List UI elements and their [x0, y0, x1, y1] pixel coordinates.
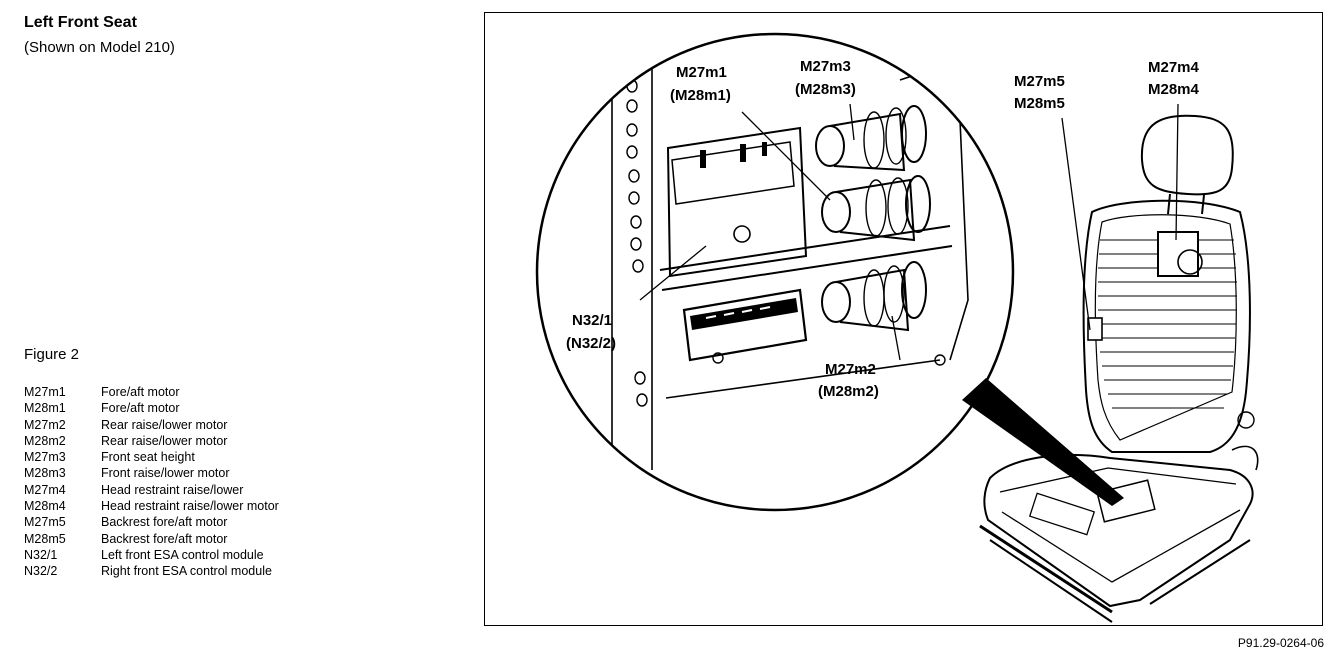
legend-code: M27m1 — [24, 385, 66, 399]
legend-code: M27m3 — [24, 450, 66, 465]
legend-row: M28m1 Fore/aft motor — [24, 400, 279, 416]
callout-m28m3: (M28m3) — [795, 81, 856, 98]
callout-n32-2: (N32/2) — [566, 335, 616, 352]
leader-lines — [639, 103, 1179, 361]
callout-m28m2: (M28m2) — [818, 383, 879, 400]
legend-code: M27m5 — [24, 515, 66, 530]
legend-description: Front seat height — [101, 450, 195, 465]
legend-description: Fore/aft motor — [101, 401, 180, 416]
callout-n32-1: N32/1 — [572, 312, 612, 329]
legend-description: Rear raise/lower motor — [101, 417, 228, 432]
legend-code: M28m3 — [24, 466, 66, 481]
legend-row: N32/1 Left front ESA control module — [24, 547, 279, 563]
detail-magnifier — [535, 32, 1015, 512]
legend-code: M28m2 — [24, 433, 66, 448]
legend-description: Right front ESA control module — [101, 564, 272, 579]
legend-row: M28m2 Rear raise/lower motor — [24, 433, 279, 449]
legend-description: Backrest fore/aft motor — [101, 515, 228, 530]
callout-m28m1: (M28m1) — [670, 87, 731, 104]
callout-m27m4: M27m4 — [1148, 59, 1200, 76]
legend-row: M27m3 Front seat height — [24, 449, 279, 465]
callout-m27m1: M27m1 — [676, 64, 727, 81]
legend-code: N32/2 — [24, 564, 58, 579]
legend-code: M28m1 — [24, 401, 66, 416]
seat-drawing — [979, 114, 1259, 623]
legend-row: M27m5 Backrest fore/aft motor — [24, 514, 279, 530]
legend-row: M28m3 Front raise/lower motor — [24, 465, 279, 481]
legend-row: M27m1 Fore/aft motor — [24, 384, 279, 400]
callout-m27m3: M27m3 — [800, 58, 851, 75]
figure-label: Figure 2 — [24, 346, 80, 363]
callout-m27m2: M27m2 — [825, 361, 876, 378]
legend-row: M27m4 Head restraint raise/lower — [24, 482, 279, 498]
legend-row: M28m5 Backrest fore/aft motor — [24, 531, 279, 547]
page-title: Left Front Seat — [24, 14, 137, 31]
legend-description: Backrest fore/aft motor — [101, 531, 228, 546]
legend-description: Front raise/lower motor — [101, 466, 230, 481]
legend-code: M27m4 — [24, 482, 66, 497]
callout-m28m5: M28m5 — [1014, 95, 1065, 112]
legend-row: M27m2 Rear raise/lower motor — [24, 417, 279, 433]
page-subtitle: (Shown on Model 210) — [24, 39, 175, 56]
legend-description: Rear raise/lower motor — [101, 433, 228, 448]
legend-description: Head restraint raise/lower motor — [101, 499, 279, 514]
legend-code: M28m5 — [24, 531, 66, 546]
legend-row: M28m4 Head restraint raise/lower motor — [24, 498, 279, 514]
legend-code: M27m2 — [24, 417, 66, 432]
legend-description: Left front ESA control module — [101, 547, 264, 562]
legend-description: Fore/aft motor — [101, 385, 180, 399]
legend-description: Head restraint raise/lower — [101, 482, 244, 497]
magnifier-pointer — [962, 378, 1124, 506]
callout-m28m4: M28m4 — [1148, 81, 1200, 98]
figure-reference: P91.29-0264-06 — [1237, 636, 1324, 650]
callout-m27m5: M27m5 — [1014, 73, 1065, 90]
legend-code: M28m4 — [24, 499, 66, 514]
legend-row: N32/2 Right front ESA control module — [24, 563, 279, 579]
diagram-frame — [484, 12, 1323, 626]
legend-code: N32/1 — [24, 547, 58, 562]
